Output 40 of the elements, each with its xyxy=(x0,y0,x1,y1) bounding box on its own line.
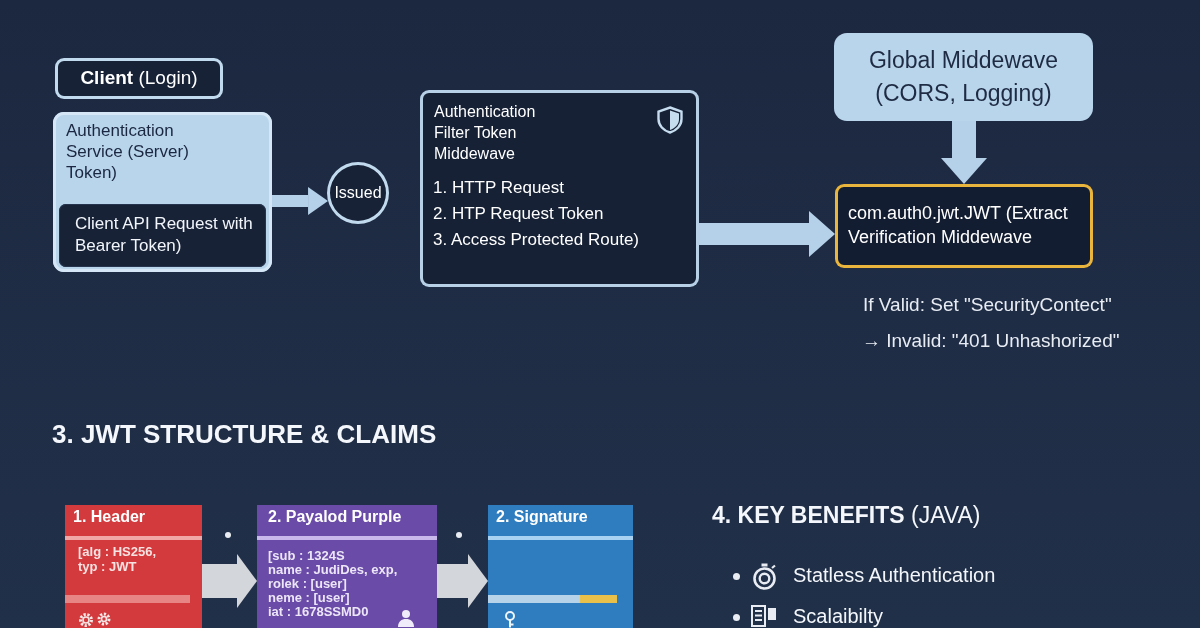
header-card xyxy=(65,505,202,628)
benefit-text: Statless Authentication xyxy=(793,563,997,588)
list-item: 1. HTTP Request xyxy=(433,177,566,199)
service-panel xyxy=(53,112,272,272)
section-heading: 3. JWT STRUCTURE & CLAIMS xyxy=(52,418,438,451)
verification-box xyxy=(835,184,1093,268)
filter-panel xyxy=(420,90,699,287)
section-heading: 4. KEY BENEFITS (JAVA) xyxy=(712,501,982,530)
request-box xyxy=(59,204,266,267)
code-line: name : JudiDes, exp, xyxy=(268,563,399,577)
block-arrow xyxy=(272,187,329,215)
code-line: [sub : 1324S xyxy=(268,549,346,563)
code-line: neme : [user] xyxy=(268,591,351,605)
benefit-text: Scalaibilty xyxy=(793,604,885,628)
block-arrow xyxy=(941,121,987,184)
block-arrow xyxy=(699,211,835,257)
circle-label: Issued xyxy=(333,183,383,203)
code-line: [alg : HS256, xyxy=(78,545,158,560)
list-item: 3. Access Protected Route) xyxy=(433,229,640,251)
box-text: com.auth0.jwt.JWT (Extract Verification Middewave xyxy=(848,202,1069,249)
signature-card xyxy=(488,505,633,628)
client-box xyxy=(55,58,223,99)
block-arrow xyxy=(437,554,488,608)
note-text: If Valid: Set "SecurityContect" xyxy=(863,293,1113,317)
card-title: 1. Header xyxy=(73,507,147,527)
box-text: Global Middewave (CORS, Logging) xyxy=(868,46,1059,108)
middleware-box xyxy=(834,33,1093,121)
code-line: typ : JWT xyxy=(78,559,138,574)
code-line: rolek : [user] xyxy=(268,577,348,591)
card-title: 2. Payalod Purple xyxy=(268,507,403,527)
box-text: Client API Request with Bearer Token) xyxy=(75,213,254,257)
block-arrow xyxy=(202,554,257,608)
panel-heading: Authentication Filter Token Middewave xyxy=(434,102,537,164)
box-label: Client (Login) xyxy=(79,66,199,90)
payload-card xyxy=(257,505,437,628)
list-item: 2. HTP Request Token xyxy=(433,203,605,225)
note-text: → Invalid: "401 Unhashorized" xyxy=(862,329,1121,353)
code-line: iat : 1678SSMD0 xyxy=(268,605,370,619)
panel-text: Authentication Service (Server) Token) xyxy=(66,120,190,183)
card-title: 2. Signature xyxy=(496,507,589,527)
